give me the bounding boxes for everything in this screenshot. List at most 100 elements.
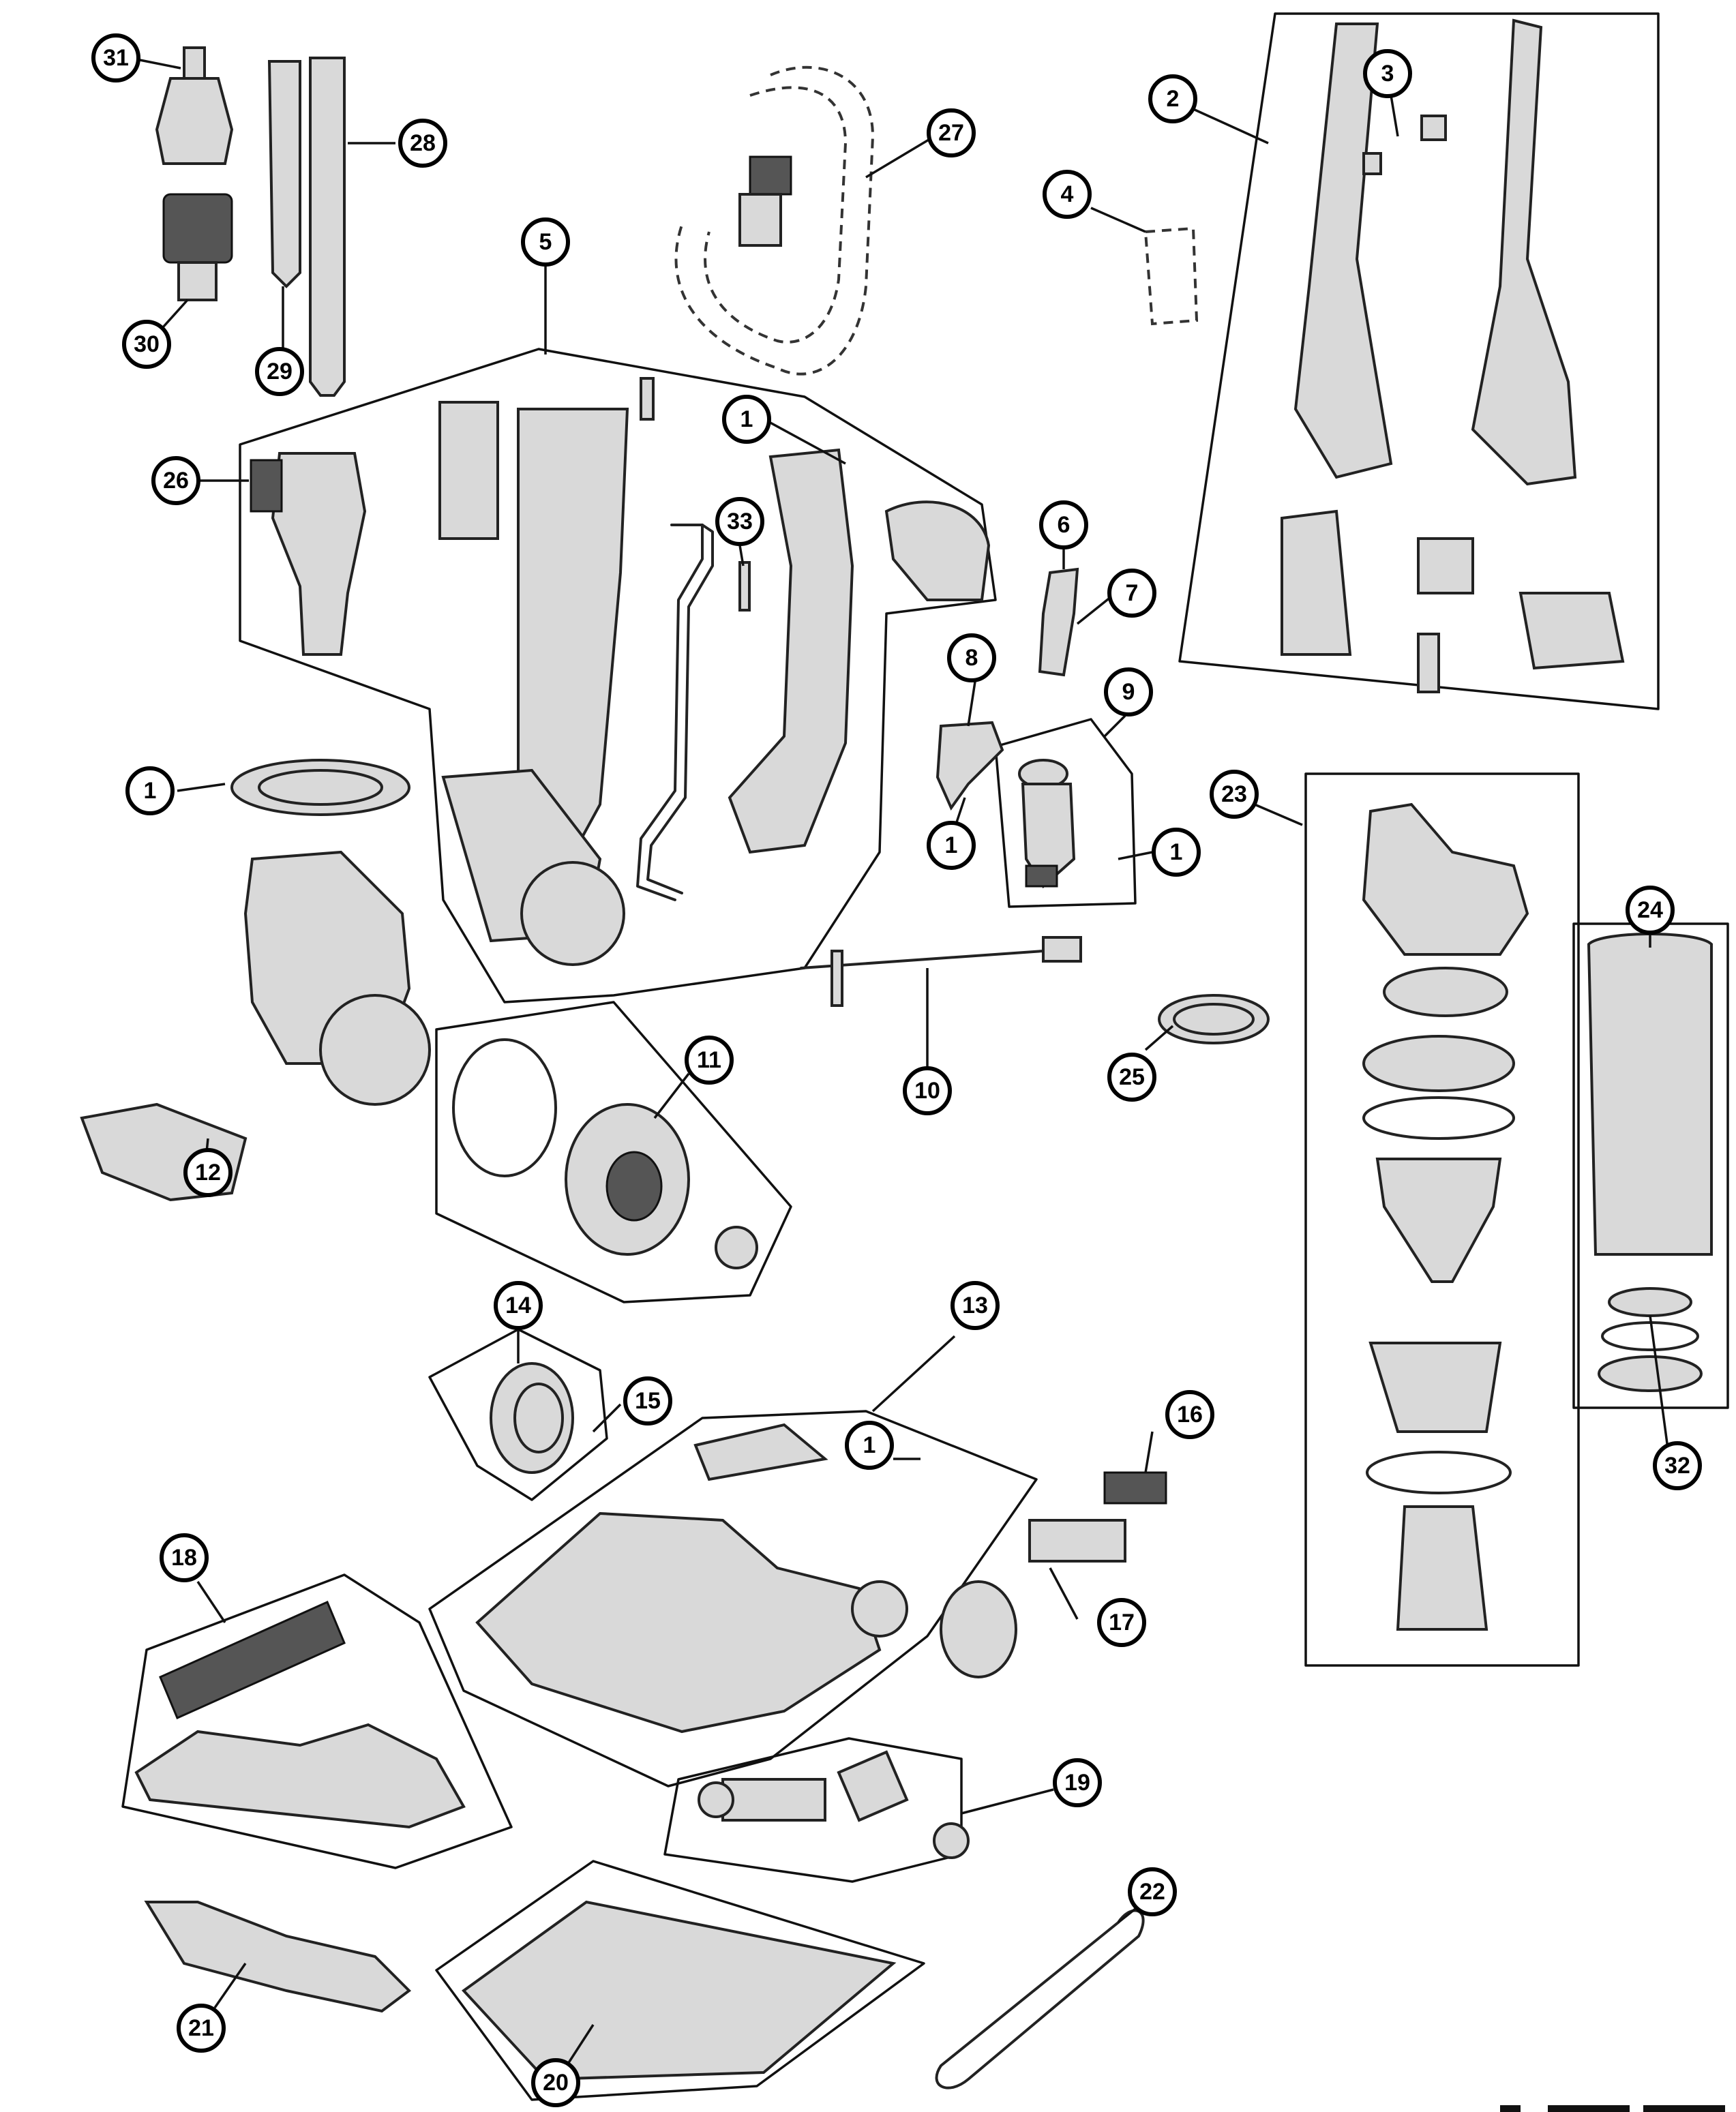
svg-text:23: 23: [1221, 781, 1247, 807]
part-14-sketch: [490, 1362, 574, 1474]
callout-6: 6: [1039, 500, 1088, 549]
svg-text:14: 14: [505, 1293, 531, 1318]
callout-3: 3: [1363, 49, 1412, 98]
svg-text:12: 12: [195, 1160, 221, 1186]
callout-29: 29: [255, 347, 304, 396]
leader-lines: [139, 59, 1672, 2083]
group-23-outline: [1304, 772, 1580, 1667]
svg-text:9: 9: [1122, 679, 1135, 705]
svg-text:1: 1: [863, 1432, 876, 1458]
callout-2: 2: [1148, 74, 1197, 123]
svg-text:13: 13: [962, 1293, 988, 1318]
svg-text:7: 7: [1126, 580, 1139, 606]
svg-text:17: 17: [1109, 1610, 1135, 1635]
svg-text:27: 27: [938, 120, 964, 146]
part-28-sketch: [309, 57, 346, 397]
svg-text:11: 11: [697, 1047, 721, 1073]
group-18-outline: [121, 1573, 513, 1869]
callout-18: 18: [160, 1533, 209, 1582]
callout-1-top: 1: [722, 395, 771, 444]
svg-text:18: 18: [171, 1545, 197, 1571]
svg-text:10: 10: [914, 1078, 940, 1104]
svg-text:25: 25: [1119, 1064, 1145, 1090]
svg-text:26: 26: [163, 468, 189, 494]
part-11-sketch: [452, 1038, 758, 1269]
callout-31: 31: [91, 33, 140, 82]
svg-text:33: 33: [727, 509, 753, 534]
svg-text:15: 15: [635, 1388, 661, 1414]
callout-1-center: 1: [927, 821, 976, 870]
group-9-outline: [994, 718, 1137, 908]
part-10-sketch: [800, 936, 1082, 1007]
part-26-filter: [250, 459, 283, 513]
part-5-sketch: [438, 377, 991, 966]
svg-text:16: 16: [1177, 1402, 1203, 1428]
callout-28: 28: [398, 119, 447, 168]
svg-text:5: 5: [539, 229, 552, 255]
callout-8: 8: [947, 633, 996, 682]
svg-text:31: 31: [103, 45, 129, 71]
callout-1-right: 1: [1152, 828, 1201, 877]
part-18-sketch: [134, 1601, 466, 1829]
callout-27: 27: [927, 108, 976, 157]
part-13-sketch: [475, 1423, 908, 1734]
part-19-sketch: [698, 1750, 970, 1859]
group-20-outline: [435, 1860, 925, 2101]
group-13-outline: [428, 1410, 1038, 1787]
callout-11: 11: [685, 1036, 734, 1085]
svg-text:19: 19: [1064, 1770, 1090, 1796]
callout-19: 19: [1053, 1758, 1102, 1807]
group-5-outline: [239, 348, 997, 1004]
part-26-sketch: [271, 452, 367, 656]
part-29-sketch: [267, 60, 301, 288]
svg-text:1: 1: [1170, 839, 1183, 865]
part-21-sketch: [144, 1901, 412, 2013]
svg-text:30: 30: [134, 331, 160, 357]
callout-1-left: 1: [125, 766, 175, 815]
rear-wheel-sketch: [940, 1580, 1017, 1678]
svg-text:32: 32: [1664, 1453, 1690, 1479]
callout-15: 15: [623, 1376, 672, 1425]
callout-7: 7: [1107, 569, 1156, 618]
svg-text:2: 2: [1167, 86, 1180, 112]
part-23-sketch: [1362, 802, 1529, 1631]
callout-4: 4: [1043, 170, 1092, 219]
part-4-sketch: [1143, 226, 1199, 326]
svg-text:8: 8: [966, 645, 978, 671]
part-9-sketch: [1018, 759, 1076, 889]
svg-text:1: 1: [144, 778, 157, 804]
part-6-7-sketch: [1038, 567, 1079, 677]
callout-10: 10: [903, 1066, 952, 1115]
callout-14: 14: [494, 1281, 543, 1330]
svg-text:20: 20: [543, 2070, 569, 2096]
part-20-sketch: [462, 1900, 897, 2081]
callout-33: 33: [715, 497, 764, 546]
corner-mark: [1500, 2105, 1725, 2112]
callout-13: 13: [951, 1281, 1000, 1330]
svg-text:3: 3: [1381, 61, 1394, 87]
callout-5: 5: [521, 217, 570, 267]
part-filter-assembly-sketch: [230, 759, 431, 1106]
callout-24: 24: [1626, 886, 1675, 935]
callout-1-base: 1: [845, 1421, 894, 1470]
part-2-sketch: [1281, 18, 1625, 693]
svg-text:6: 6: [1058, 512, 1071, 538]
callout-32: 32: [1653, 1441, 1702, 1490]
group-11-outline: [435, 1001, 792, 1303]
svg-text:21: 21: [188, 2015, 214, 2041]
part-8-sketch: [936, 721, 1004, 811]
callout-9: 9: [1104, 667, 1153, 716]
group-2-outline: [1178, 12, 1660, 710]
callout-30: 30: [122, 320, 171, 369]
callout-20: 20: [531, 2058, 580, 2107]
part-27-sketch: [674, 65, 875, 376]
svg-text:29: 29: [267, 359, 293, 384]
part-3-sketch: [1362, 115, 1447, 175]
callout-16: 16: [1165, 1390, 1214, 1439]
part-31-sketch: [155, 46, 234, 165]
callout-17: 17: [1097, 1598, 1146, 1647]
callout-12: 12: [183, 1148, 233, 1197]
svg-text:4: 4: [1061, 181, 1074, 207]
svg-text:24: 24: [1637, 897, 1663, 923]
